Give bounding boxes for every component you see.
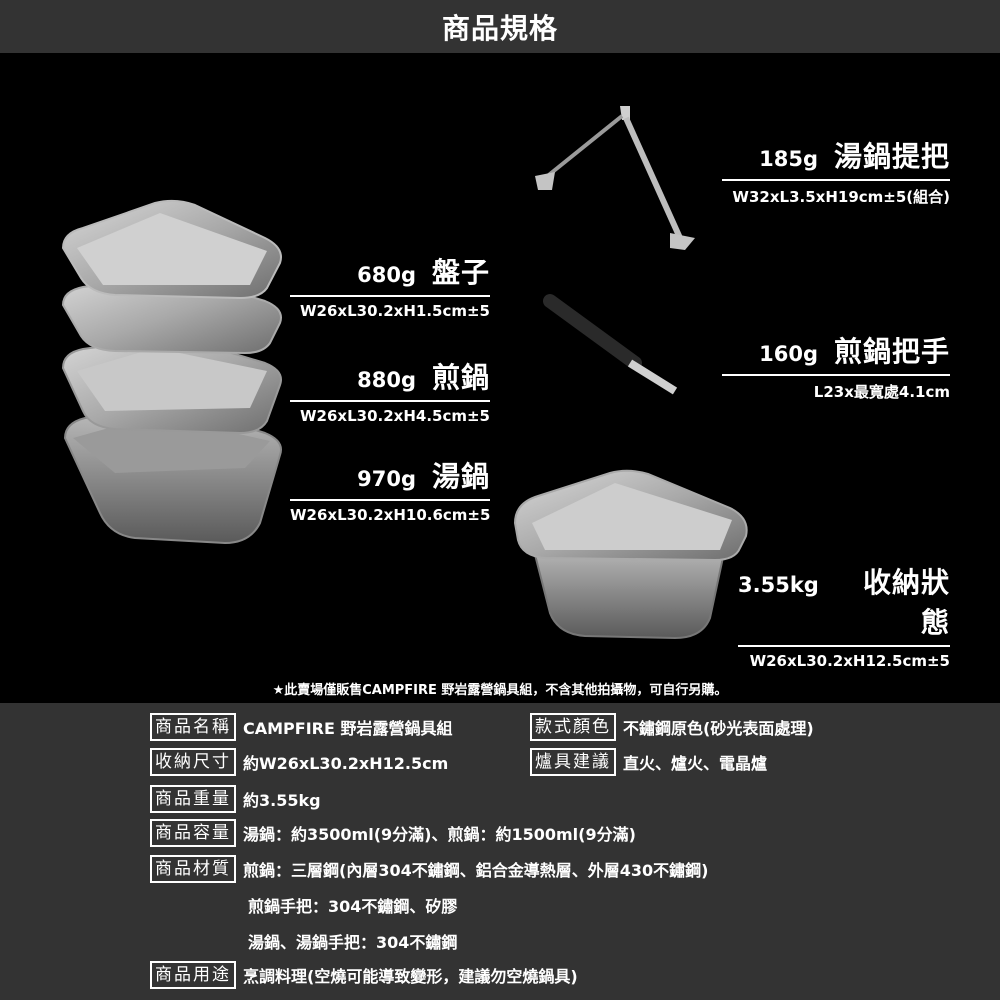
spec-table: 商品名稱 CAMPFIRE 野岩露營鍋具組 款式顏色 不鏽鋼原色(砂光表面處理)… <box>0 703 1000 1000</box>
spec-row-material-2: 煎鍋手把：304不鏽鋼、矽膠 <box>241 891 457 919</box>
label-pan-handle: 160g 煎鍋把手 L23x最寬處4.1cm <box>722 330 950 402</box>
spec-row-capacity: 商品容量 湯鍋：約3500ml(9分滿)、煎鍋：約1500ml(9分滿) <box>150 819 636 847</box>
plate-name: 盤子 <box>431 256 490 289</box>
pan-handle-image <box>543 294 678 395</box>
stored-set-image <box>513 469 748 640</box>
label-soup-pot: 970g 湯鍋 W26xL30.2xH10.6cm±5 <box>290 455 490 524</box>
label-stored-state: 3.55kg 收納狀態 W26xL30.2xH12.5cm±5 <box>738 561 950 670</box>
plate-weight: 680g <box>357 263 416 287</box>
spec-row-material: 商品材質 煎鍋：三層鋼(內層304不鏽鋼、鋁合金導熱層、外層430不鏽鋼) <box>150 855 708 883</box>
spec-value: 直火、爐火、電晶爐 <box>623 754 768 773</box>
spec-value: 煎鍋：三層鋼(內層304不鏽鋼、鋁合金導熱層、外層430不鏽鋼) <box>243 861 709 880</box>
label-bail-handle: 185g 湯鍋提把 W32xL3.5xH19cm±5(組合) <box>722 135 950 207</box>
spec-label: 商品材質 <box>150 855 236 883</box>
spec-value: 不鏽鋼原色(砂光表面處理) <box>623 719 814 738</box>
product-stage: 680g 盤子 W26xL30.2xH1.5cm±5 880g 煎鍋 W26xL… <box>0 53 1000 703</box>
soup-pot-name: 湯鍋 <box>431 460 490 493</box>
spec-value: 煎鍋手把：304不鏽鋼、矽膠 <box>248 897 458 916</box>
spec-label: 商品用途 <box>150 961 236 989</box>
frying-pan-weight: 880g <box>357 368 416 392</box>
soup-pot-weight: 970g <box>357 467 416 491</box>
spec-row-usage: 商品用途 烹調料理(空燒可能導致變形，建議勿空燒鍋具) <box>150 961 578 989</box>
spec-row-storage-size: 收納尺寸 約W26xL30.2xH12.5cm <box>150 748 448 776</box>
spec-row-stove: 爐具建議 直火、爐火、電晶爐 <box>530 748 767 776</box>
spec-row-weight: 商品重量 約3.55kg <box>150 785 321 813</box>
spec-value: 約W26xL30.2xH12.5cm <box>243 754 449 773</box>
spec-value: 湯鍋、湯鍋手把：304不鏽鋼 <box>248 933 458 952</box>
spec-row-color: 款式顏色 不鏽鋼原色(砂光表面處理) <box>530 713 814 741</box>
plate-dims: W26xL30.2xH1.5cm±5 <box>300 302 490 320</box>
bail-handle-dims: W32xL3.5xH19cm±5(組合) <box>732 188 950 206</box>
pan-handle-name: 煎鍋把手 <box>833 335 950 368</box>
spec-row-product-name: 商品名稱 CAMPFIRE 野岩露營鍋具組 <box>150 713 452 741</box>
spec-label: 商品容量 <box>150 819 236 847</box>
frying-pan-dims: W26xL30.2xH4.5cm±5 <box>300 407 490 425</box>
bail-handle-name: 湯鍋提把 <box>833 140 950 173</box>
spec-value: 約3.55kg <box>243 791 321 810</box>
spec-row-material-3: 湯鍋、湯鍋手把：304不鏽鋼 <box>241 927 457 955</box>
soup-pot-dims: W26xL30.2xH10.6cm±5 <box>290 506 491 524</box>
pan-handle-weight: 160g <box>759 342 818 366</box>
stored-state-dims: W26xL30.2xH12.5cm±5 <box>749 652 950 670</box>
label-plate: 680g 盤子 W26xL30.2xH1.5cm±5 <box>290 251 490 320</box>
spec-value: 湯鍋：約3500ml(9分滿)、煎鍋：約1500ml(9分滿) <box>243 825 636 844</box>
spec-value: 烹調料理(空燒可能導致變形，建議勿空燒鍋具) <box>243 967 578 986</box>
spec-label: 爐具建議 <box>530 748 616 776</box>
spec-label: 商品重量 <box>150 785 236 813</box>
label-frying-pan: 880g 煎鍋 W26xL30.2xH4.5cm±5 <box>290 356 490 425</box>
bail-handle-weight: 185g <box>759 147 818 171</box>
page-title: 商品規格 <box>441 11 558 45</box>
disclaimer-note: ★此賣場僅販售CAMPFIRE 野岩露營鍋具組，不含其他拍攝物，可自行另購。 <box>272 683 728 698</box>
frying-pan-name: 煎鍋 <box>431 361 490 394</box>
stored-state-name: 收納狀態 <box>862 566 950 639</box>
page-header: 商品規格 <box>0 0 1000 53</box>
spec-value: CAMPFIRE 野岩露營鍋具組 <box>243 719 453 738</box>
spec-label: 商品名稱 <box>150 713 236 741</box>
stored-state-weight: 3.55kg <box>738 573 819 597</box>
spec-label: 收納尺寸 <box>150 748 236 776</box>
spec-label: 款式顏色 <box>530 713 616 741</box>
pan-handle-dims: L23x最寬處4.1cm <box>813 383 950 401</box>
stacked-cookware-image <box>61 199 282 545</box>
bail-handle-image <box>535 106 695 250</box>
